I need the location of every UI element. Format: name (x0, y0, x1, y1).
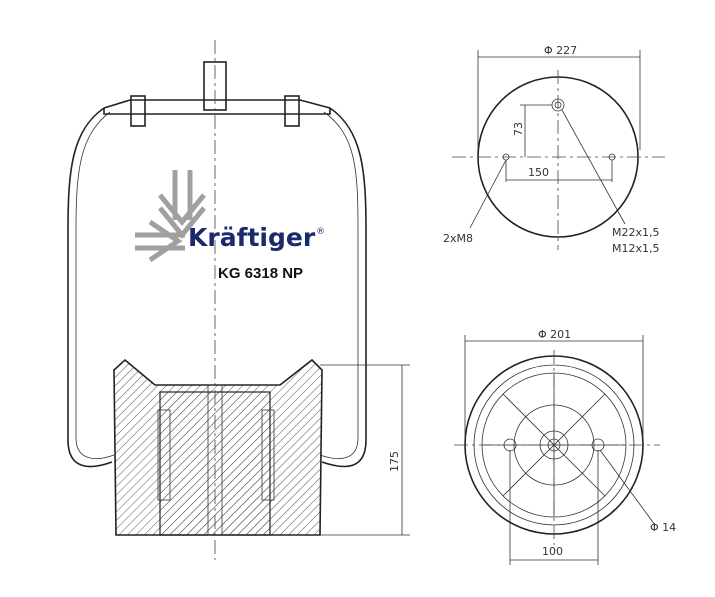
stud-left (130, 95, 146, 127)
top-plate (103, 99, 331, 115)
model-number: KG 6318 NP (218, 265, 303, 282)
logo-arrows-icon (135, 170, 206, 263)
side-view: 175 (67, 40, 410, 560)
brand-wordmark: Kräftiger® (188, 223, 325, 252)
hole-diameter-label: Φ 14 (650, 521, 676, 534)
spacing-label: 100 (542, 545, 563, 558)
thread-left-label: 2xM8 (443, 232, 473, 245)
registered-mark: ® (316, 227, 325, 237)
bottom-diameter-label: Φ 201 (538, 328, 571, 341)
bellows-outline (67, 107, 367, 468)
brand-name: Kräftiger (188, 223, 316, 252)
thread-right-label-2: M12x1,5 (612, 242, 660, 255)
bottom-view: Φ 201 100 Φ 14 (454, 328, 676, 565)
top-view: Φ 227 73 150 2xM8 M22x1,5 M12x1,5 (443, 44, 665, 255)
top-diameter-label: Φ 227 (544, 44, 577, 57)
stud-right (284, 95, 300, 127)
bolt-spacing-label: 150 (528, 166, 549, 179)
height-offset-label: 73 (512, 122, 525, 136)
brand-logo: Kräftiger® KG 6318 NP (135, 170, 325, 282)
piston-height-label: 175 (388, 451, 401, 472)
thread-right-label-1: M22x1,5 (612, 226, 660, 239)
